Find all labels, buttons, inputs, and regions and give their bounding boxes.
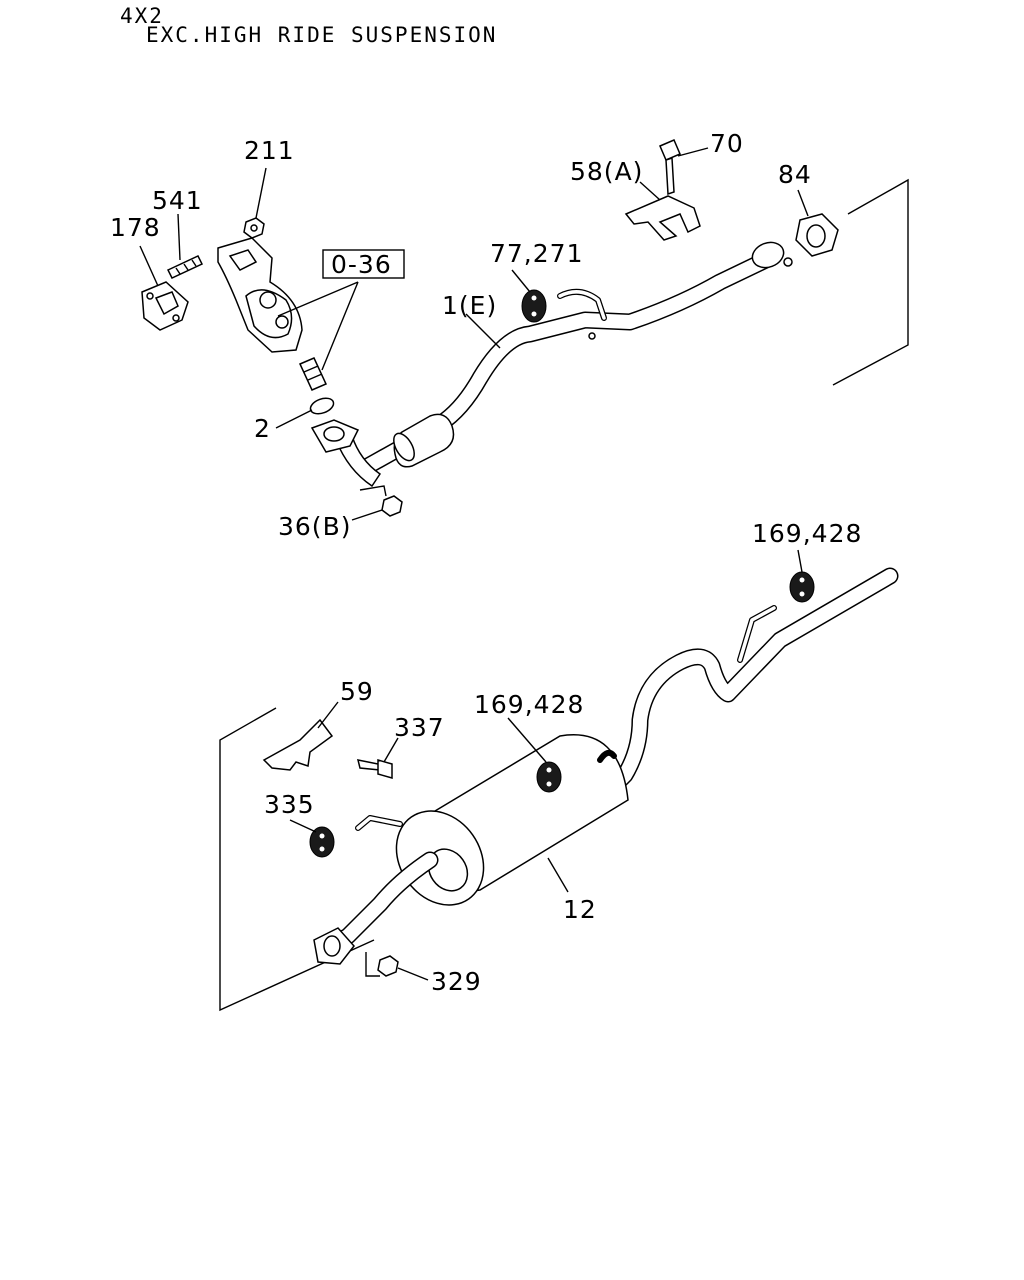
bracket-part-59[interactable]: [262, 718, 334, 771]
callout-84: 84: [778, 160, 812, 189]
callout-59: 59: [340, 677, 374, 706]
callout-1e: 1(E): [442, 291, 497, 320]
rubber-hanger-part-335[interactable]: [309, 826, 335, 858]
inlet-elbow[interactable]: [310, 419, 387, 497]
callout-337: 337: [394, 713, 445, 742]
bolt-part-337[interactable]: [356, 759, 393, 779]
rubber-hanger-part-169-428-upper[interactable]: [789, 571, 815, 603]
bracket-part-58a[interactable]: [624, 195, 701, 241]
callout-178: 178: [110, 213, 161, 242]
callout-169-428-lower: 169,428: [474, 690, 584, 719]
muffler-inlet-pipe[interactable]: [313, 815, 439, 965]
rubber-hanger-part-77-271[interactable]: [521, 289, 547, 323]
callout-77-271: 77,271: [490, 239, 583, 268]
stud-part-541[interactable]: [166, 255, 204, 279]
gasket-part-178[interactable]: [141, 281, 189, 331]
header-line-2: EXC.HIGH RIDE SUSPENSION: [146, 23, 498, 47]
callout-169-428-upper: 169,428: [752, 519, 862, 548]
callout-12: 12: [563, 895, 597, 924]
header-line-1: 4X2: [120, 4, 164, 28]
callout-58a: 58(A): [570, 157, 643, 186]
callout-211: 211: [244, 136, 295, 165]
nut-part-36b[interactable]: [381, 495, 403, 517]
callout-335: 335: [264, 790, 315, 819]
rubber-hanger-part-169-428-lower[interactable]: [536, 761, 562, 793]
exhaust-manifold[interactable]: [217, 237, 328, 391]
callout-0-36: 0-36: [331, 250, 392, 279]
nut-part-329[interactable]: [377, 955, 399, 977]
gasket-ring-part-2[interactable]: [308, 395, 335, 416]
reference-box-0-36: [322, 249, 405, 279]
callout-329: 329: [431, 967, 482, 996]
front-pipe-part-1e[interactable]: [359, 238, 793, 475]
gasket-part-84[interactable]: [795, 213, 839, 257]
callout-2: 2: [254, 414, 271, 443]
frame-outline-lower: [219, 707, 375, 1012]
nut-part-211[interactable]: [243, 217, 265, 239]
callout-70: 70: [710, 129, 744, 158]
muffler-part-12[interactable]: [379, 734, 629, 922]
callout-541: 541: [152, 186, 203, 215]
callout-36b: 36(B): [278, 512, 351, 541]
bolt-part-70[interactable]: [659, 139, 681, 196]
frame-outline-upper: [832, 178, 909, 386]
tail-pipe[interactable]: [601, 567, 899, 799]
